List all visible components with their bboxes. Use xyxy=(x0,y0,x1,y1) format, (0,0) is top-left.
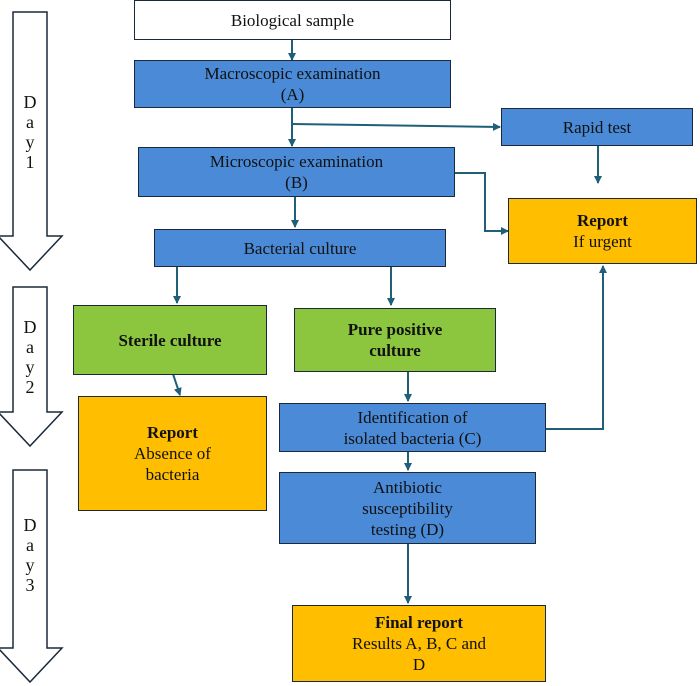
node-pure-positive-culture: Pure positive culture xyxy=(294,308,496,372)
node-macroscopic-examination: Macroscopic examination (A) xyxy=(134,60,451,108)
day3-arrow xyxy=(0,469,64,684)
arrow-micro-to-report xyxy=(455,172,509,235)
node-report-absence-of-bacteria: Report Absence of bacteria xyxy=(78,396,267,511)
node-microscopic-examination: Microscopic examination (B) xyxy=(138,147,455,197)
node-report-if-urgent: Report If urgent xyxy=(508,198,697,264)
node-biological-sample: Biological sample xyxy=(134,0,451,40)
node-bacterial-culture: Bacterial culture xyxy=(154,229,446,267)
day1-arrow xyxy=(0,11,64,272)
node-identification: Identification of isolated bacteria (C) xyxy=(279,403,546,452)
arrow-macro-to-rapid xyxy=(291,122,501,131)
node-antibiotic-susceptibility: Antibiotic susceptibility testing (D) xyxy=(279,472,536,544)
node-final-report: Final report Results A, B, C and D xyxy=(292,605,546,682)
arrow-ident-to-urgent xyxy=(546,265,607,430)
day2-arrow xyxy=(0,286,64,448)
node-sterile-culture: Sterile culture xyxy=(73,305,267,375)
node-rapid-test: Rapid test xyxy=(501,108,693,146)
arrow-sterile-to-absence xyxy=(172,373,182,396)
